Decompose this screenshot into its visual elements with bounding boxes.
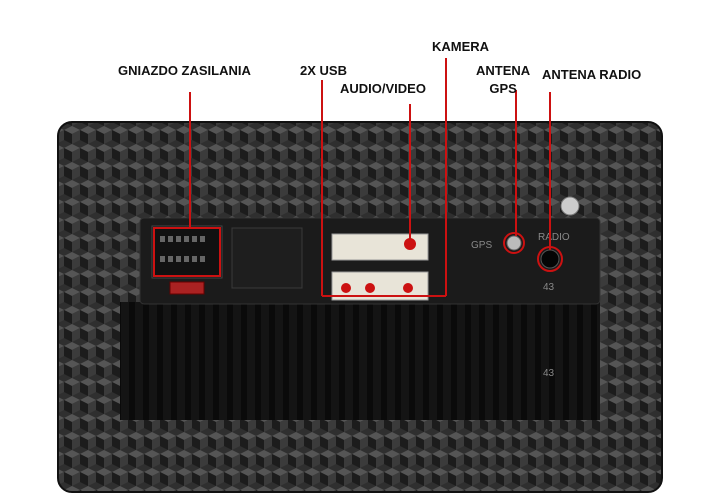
screw [560,196,580,216]
callout-radio-antenna: ANTENA RADIO [542,67,642,82]
panel-screw-mark-bottom: 43 [543,368,555,379]
panel-screw-mark-top: 43 [543,282,555,293]
power-pins [160,236,205,262]
callout-lines [153,58,551,297]
gps-antenna-socket [506,235,522,251]
blank-block [231,227,303,289]
fuse [169,281,205,295]
gps-marker-ring [503,232,525,254]
callout-gps-line1: ANTENA [476,63,531,78]
radio-marker-ring [537,246,563,272]
radio-antenna-socket [540,249,560,269]
callout-gps-antenna: ANTENA GPS [476,64,530,96]
power-connector [151,225,223,279]
callout-gps-line2: GPS [489,81,517,96]
panel-gps-label: GPS [471,240,492,251]
callout-audio-video: AUDIO/VIDEO [340,81,426,96]
callout-usb: 2X USB [300,63,347,78]
callout-camera: KAMERA [432,39,490,54]
callout-power-socket: GNIAZDO ZASILANIA [118,63,251,78]
callout-markers [341,238,416,293]
heatsink [120,302,600,420]
panel-radio-label: RADIO [538,232,570,243]
